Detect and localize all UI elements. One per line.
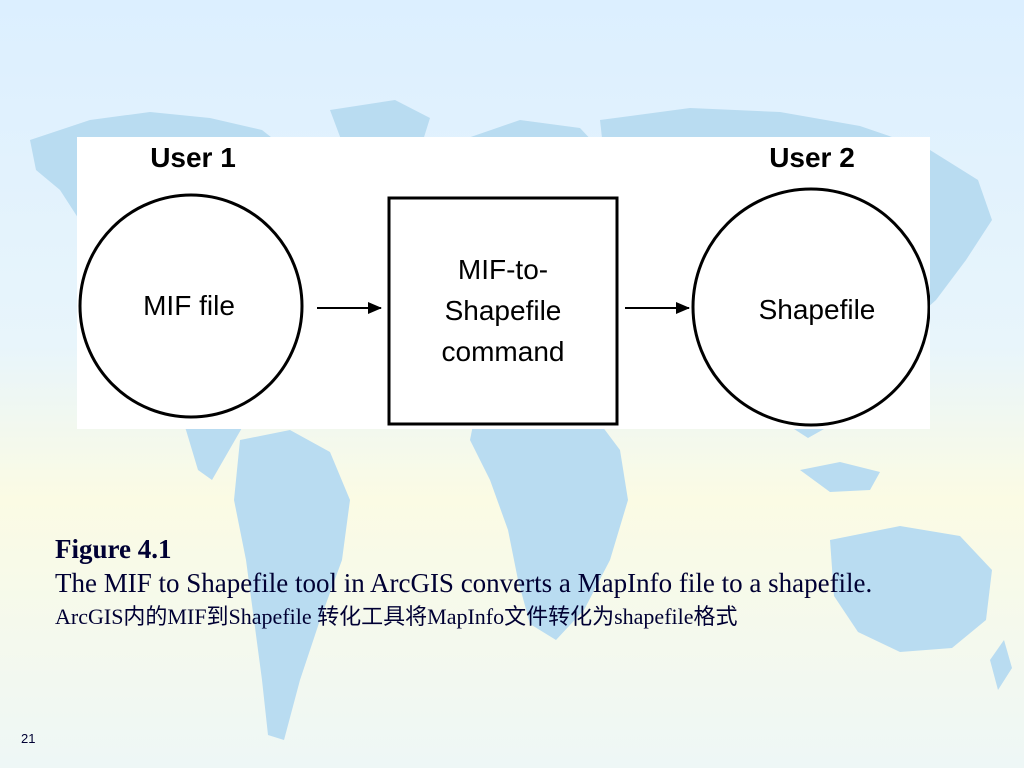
mif-file-label: MIF file [143, 290, 235, 321]
command-box [387, 196, 619, 426]
command-label-line-3: command [442, 336, 565, 367]
figure-panel: User 1 User 2 MIF file MIF-to- Shapefile… [77, 137, 930, 429]
caption-title: Figure 4.1 [55, 534, 172, 564]
figure-caption: Figure 4.1 The MIF to Shapefile tool in … [55, 532, 985, 632]
slide-number: 21 [21, 731, 36, 746]
shapefile-circle [691, 187, 930, 427]
mif-file-circle [78, 193, 304, 419]
mif-to-shapefile-diagram: User 1 User 2 MIF file MIF-to- Shapefile… [78, 142, 930, 427]
shapefile-label: Shapefile [759, 294, 876, 325]
caption-text: The MIF to Shapefile tool in ArcGIS conv… [55, 568, 873, 598]
user-1-label: User 1 [150, 142, 236, 173]
caption-text-chinese: ArcGIS内的MIF到Shapefile 转化工具将MapInfo文件转化为s… [55, 604, 738, 629]
user-2-label: User 2 [769, 142, 855, 173]
command-label-line-2: Shapefile [445, 295, 562, 326]
command-label-line-1: MIF-to- [458, 254, 548, 285]
